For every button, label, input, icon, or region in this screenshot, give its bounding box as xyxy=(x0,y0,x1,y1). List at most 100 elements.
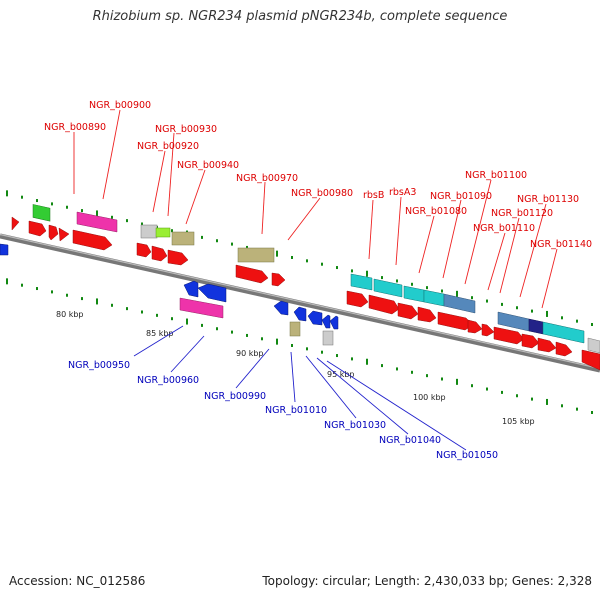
tick-mark xyxy=(171,317,173,321)
gene-box[interactable] xyxy=(289,321,301,337)
gene-box[interactable] xyxy=(403,285,425,303)
gene-label[interactable]: NGR_b00930 xyxy=(155,124,217,135)
tick-mark xyxy=(546,398,548,405)
kbp-label: 105 kbp xyxy=(502,417,535,426)
kbp-label: 90 kbp xyxy=(236,349,264,358)
tick-mark xyxy=(276,250,278,257)
tick-mark xyxy=(456,378,458,385)
gene-arrow[interactable] xyxy=(271,272,286,287)
gene-label[interactable]: rbsA3 xyxy=(389,187,416,198)
gene-label[interactable]: NGR_b01130 xyxy=(517,194,579,205)
gene-arrow[interactable] xyxy=(28,220,47,237)
gene-arrow[interactable] xyxy=(417,306,437,323)
gene-box[interactable] xyxy=(32,204,51,222)
gene-arrow[interactable] xyxy=(183,280,199,298)
gene-arrow[interactable] xyxy=(555,341,573,357)
gene-label[interactable]: NGR_b01100 xyxy=(465,170,527,181)
kbp-label: 80 kbp xyxy=(56,310,84,319)
gene-label[interactable]: NGR_b00940 xyxy=(177,160,239,171)
gene-label[interactable]: NGR_b00970 xyxy=(236,173,298,184)
tick-mark xyxy=(576,319,578,323)
gene-arrow[interactable] xyxy=(0,243,9,256)
gene-label[interactable]: rbsB xyxy=(363,190,384,201)
accession-text: Accession: NC_012586 xyxy=(9,574,146,588)
tick-mark xyxy=(471,384,473,388)
gene-box[interactable] xyxy=(373,278,403,298)
gene-box[interactable] xyxy=(237,247,275,263)
gene-label[interactable]: NGR_b01120 xyxy=(491,208,553,219)
gene-label[interactable]: NGR_b01010 xyxy=(265,405,327,416)
gene-arrow[interactable] xyxy=(58,227,70,242)
gene-arrow[interactable] xyxy=(368,294,400,315)
gene-arrow[interactable] xyxy=(493,326,525,345)
tick-mark xyxy=(366,270,368,277)
gene-arrow[interactable] xyxy=(346,290,369,308)
gene-box[interactable] xyxy=(76,211,118,233)
gene-arrow[interactable] xyxy=(581,349,600,371)
gene-label[interactable]: NGR_b01050 xyxy=(436,450,498,461)
tick-mark xyxy=(501,302,503,306)
gene-box[interactable] xyxy=(179,297,224,319)
gene-arrow[interactable] xyxy=(273,300,289,316)
leader-line xyxy=(170,335,205,373)
gene-arrow[interactable] xyxy=(467,319,483,334)
tick-mark xyxy=(561,404,563,408)
gene-label[interactable]: NGR_b00900 xyxy=(89,100,151,111)
gene-arrow[interactable] xyxy=(151,245,168,262)
gene-arrow[interactable] xyxy=(537,337,557,353)
gene-box[interactable] xyxy=(350,273,373,291)
tick-mark xyxy=(366,358,368,365)
gene-arrow[interactable] xyxy=(329,315,339,330)
genome-backbone-highlight xyxy=(0,233,600,370)
gene-label[interactable]: NGR_b00920 xyxy=(137,141,199,152)
tick-mark xyxy=(66,205,68,209)
gene-box[interactable] xyxy=(322,330,334,346)
tick-mark xyxy=(96,210,98,217)
gene-box[interactable] xyxy=(587,337,600,354)
lower-labels: NGR_b00950 NGR_b00960 NGR_b00990 NGR_b01… xyxy=(68,360,498,461)
gene-box[interactable] xyxy=(171,231,195,246)
gene-arrow[interactable] xyxy=(136,242,152,258)
gene-arrow[interactable] xyxy=(397,302,419,320)
tick-mark xyxy=(321,262,323,266)
gene-box[interactable] xyxy=(140,224,158,239)
tick-mark xyxy=(291,255,293,259)
gene-label[interactable]: NGR_b00990 xyxy=(204,391,266,402)
gene-label[interactable]: NGR_b00950 xyxy=(68,360,130,371)
tick-mark xyxy=(516,394,518,398)
gene-arrow[interactable] xyxy=(521,333,540,349)
gene-arrow[interactable] xyxy=(481,323,495,337)
gene-arrow[interactable] xyxy=(321,314,331,329)
gene-arrow[interactable] xyxy=(48,224,59,241)
gene-box[interactable] xyxy=(542,321,585,344)
tick-mark xyxy=(186,318,188,325)
tick-mark xyxy=(231,330,233,334)
tick-mark xyxy=(21,283,23,287)
leader-line xyxy=(305,355,357,419)
tick-mark xyxy=(336,354,338,358)
gene-arrow[interactable] xyxy=(167,249,189,266)
gene-label[interactable]: NGR_b00980 xyxy=(291,188,353,199)
gene-label[interactable]: NGR_b01080 xyxy=(405,206,467,217)
gene-label[interactable]: NGR_b01030 xyxy=(324,420,386,431)
gene-label[interactable]: NGR_b01090 xyxy=(430,191,492,202)
gene-arrow[interactable] xyxy=(11,216,20,231)
gene-arrow[interactable] xyxy=(293,306,307,322)
gene-arrow[interactable] xyxy=(72,229,113,251)
gene-arrow[interactable] xyxy=(197,283,227,303)
gene-label[interactable]: NGR_b00960 xyxy=(137,375,199,386)
gene-label[interactable]: NGR_b01140 xyxy=(530,239,592,250)
gene-arrow[interactable] xyxy=(235,264,269,284)
gene-label[interactable]: NGR_b01040 xyxy=(379,435,441,446)
gene-box[interactable] xyxy=(528,318,544,335)
tick-mark xyxy=(591,410,593,414)
gene-arrow[interactable] xyxy=(307,310,323,326)
gene-label[interactable]: NGR_b01110 xyxy=(473,223,535,234)
tick-mark xyxy=(546,310,548,317)
gene-label[interactable]: NGR_b00890 xyxy=(44,122,106,133)
gene-box[interactable] xyxy=(443,293,476,314)
gene-box[interactable] xyxy=(497,311,530,332)
tick-mark xyxy=(276,338,278,345)
gene-box[interactable] xyxy=(155,227,171,238)
leader-line xyxy=(316,357,409,435)
